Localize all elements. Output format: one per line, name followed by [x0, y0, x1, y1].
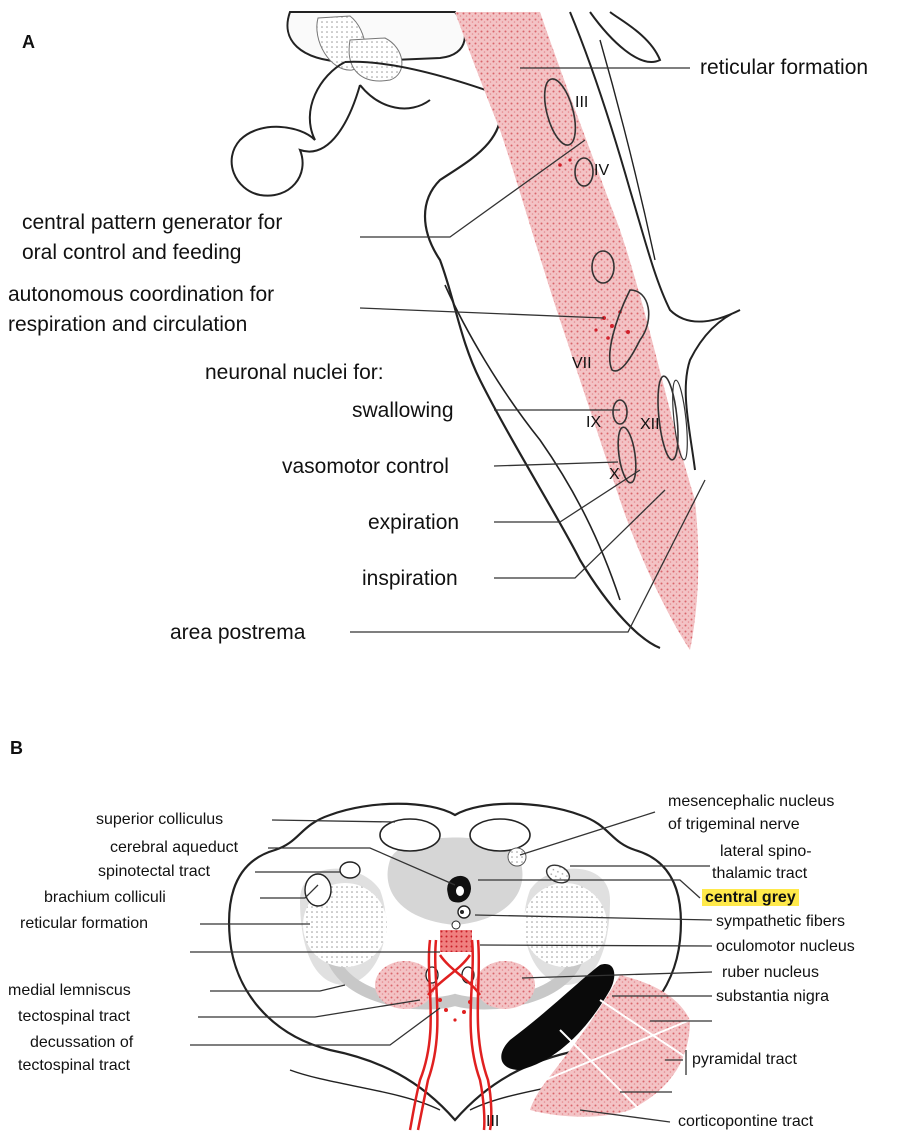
spinotectal-oval [340, 862, 360, 878]
label-superior-colliculus: superior colliculus [96, 810, 223, 830]
nucleus-iii-label: III [575, 94, 588, 112]
dotted-mass-2 [349, 38, 402, 81]
label-central-grey: central grey [702, 888, 799, 908]
label-corticopontine-tract: corticopontine tract [678, 1112, 813, 1132]
panel-b-letter: B [10, 738, 23, 759]
panel-a-drawing [232, 12, 740, 650]
label-reticular-formation-b: reticular formation [20, 914, 148, 934]
label-mesenc-line1: mesencephalic nucleus [668, 792, 834, 812]
label-reticular-formation-a: reticular formation [700, 55, 868, 81]
label-spinotectal-tract: spinotectal tract [98, 862, 210, 882]
label-brachium-colliculi: brachium colliculi [44, 888, 166, 908]
label-auto-line1: autonomous coordination for [8, 282, 274, 308]
label-auto-line2: respiration and circulation [8, 312, 247, 338]
label-cerebral-aqueduct: cerebral aqueduct [110, 838, 238, 858]
label-mesenc-line2: of trigeminal nerve [668, 815, 800, 835]
label-decussation-line1: decussation of [30, 1033, 133, 1053]
label-sympathetic-fibers: sympathetic fibers [716, 912, 845, 932]
label-decussation-line2: tectospinal tract [18, 1056, 130, 1076]
mesencephalic-nucleus-dots [508, 848, 526, 866]
nucleus-x-label: X [609, 466, 620, 484]
label-area-postrema: area postrema [170, 620, 305, 646]
label-lateral-line2: thalamic tract [712, 864, 807, 884]
ruber-nucleus-right [475, 961, 535, 1009]
label-ruber-nucleus: ruber nucleus [722, 963, 819, 983]
nucleus-iv-label: IV [594, 162, 609, 180]
superior-colliculus-left [380, 819, 440, 851]
label-cpg-line2: oral control and feeding [22, 240, 242, 266]
label-pyramidal-tract: pyramidal tract [692, 1050, 797, 1070]
label-lateral-line1: lateral spino- [720, 842, 812, 862]
panel-b-drawing [190, 804, 712, 1130]
label-tectospinal-tract: tectospinal tract [18, 1007, 130, 1027]
label-nerve-iii: III [486, 1112, 499, 1132]
brachium-oval [305, 874, 331, 906]
superior-colliculus-right [470, 819, 530, 851]
label-inspiration: inspiration [362, 566, 458, 592]
label-oculomotor-nucleus: oculomotor nucleus [716, 937, 855, 957]
panel-a-letter: A [22, 32, 35, 53]
central-grey-highlight: central grey [702, 889, 799, 906]
nucleus-xii-label: XII [640, 416, 660, 434]
hypothalamic-loop [232, 62, 360, 196]
label-substantia-nigra: substantia nigra [716, 987, 829, 1007]
label-vasomotor-control: vasomotor control [282, 454, 449, 480]
nucleus-ix-label: IX [586, 414, 601, 432]
nucleus-vii-label: VII [572, 355, 592, 373]
reticular-region-right [523, 883, 607, 967]
label-neuronal-nuclei: neuronal nuclei for: [205, 360, 384, 386]
label-medial-lemniscus: medial lemniscus [8, 981, 131, 1001]
label-expiration: expiration [368, 510, 459, 536]
label-cpg-line1: central pattern generator for [22, 210, 282, 236]
label-swallowing: swallowing [352, 398, 454, 424]
